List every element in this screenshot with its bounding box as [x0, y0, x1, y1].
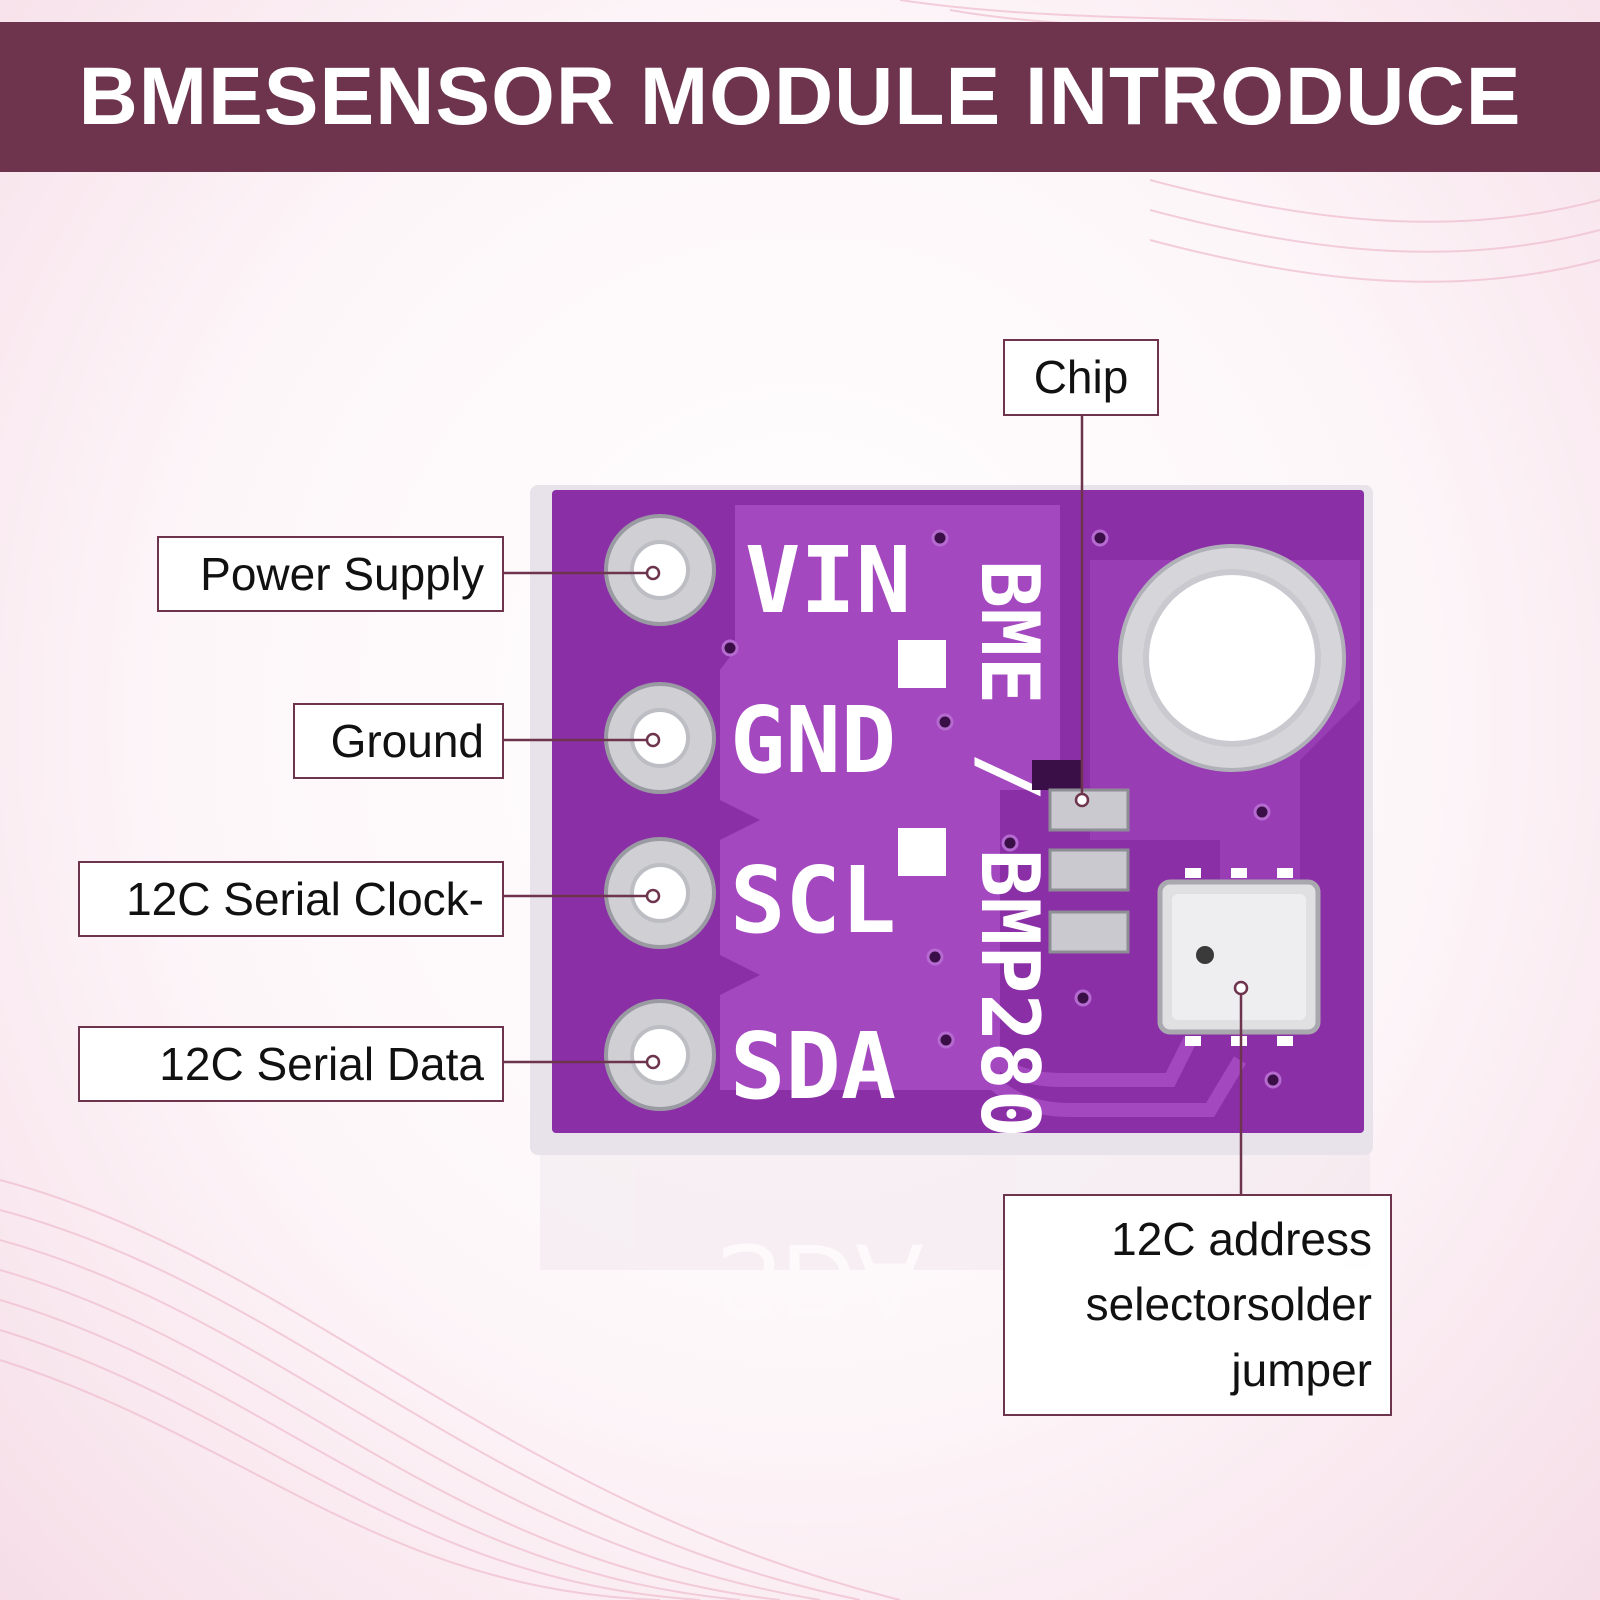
pin-label-sda: SDA: [730, 1013, 896, 1120]
mounting-hole: [1143, 569, 1321, 747]
pin-label-gnd: GND: [730, 687, 896, 794]
callout-chip: Chip: [1003, 339, 1159, 416]
solder-jumper: [1032, 760, 1130, 954]
callout-serial-clock: 12C Serial Clock-: [78, 861, 504, 937]
pcb-vias: [721, 529, 1282, 1089]
leader-lines: [503, 416, 1243, 1194]
reflection-label: SDA: [716, 1221, 923, 1338]
title-banner: BMESENSOR MODULE INTRODUCE: [0, 22, 1600, 172]
pin-pads: [604, 514, 716, 1111]
callout-power-supply: Power Supply: [157, 536, 504, 612]
page-title: BMESENSOR MODULE INTRODUCE: [78, 51, 1522, 142]
callout-address-line-2: selectorsolder: [1085, 1278, 1372, 1331]
callout-ground: Ground: [293, 703, 504, 779]
callout-address-line-1: 12C address: [1111, 1213, 1372, 1266]
callout-address-line-3: jumper: [1231, 1343, 1372, 1396]
leader-endpoints: [645, 565, 1249, 1070]
sensor-vent-hole: [1196, 946, 1214, 964]
pin-label-scl: SCL: [730, 847, 896, 954]
pin-label-vin: VIN: [745, 527, 911, 634]
callout-address-selector: 12C address selectorsolder jumper: [1003, 1194, 1392, 1416]
chip-marking: BME / BMP280: [963, 560, 1056, 1138]
silkscreen-mark: [898, 640, 946, 688]
silkscreen-mark: [898, 828, 946, 876]
callout-serial-data: 12C Serial Data: [78, 1026, 504, 1102]
sensor-chip-leads: [1185, 868, 1293, 1046]
pcb-trace-lines: [929, 928, 1247, 1117]
